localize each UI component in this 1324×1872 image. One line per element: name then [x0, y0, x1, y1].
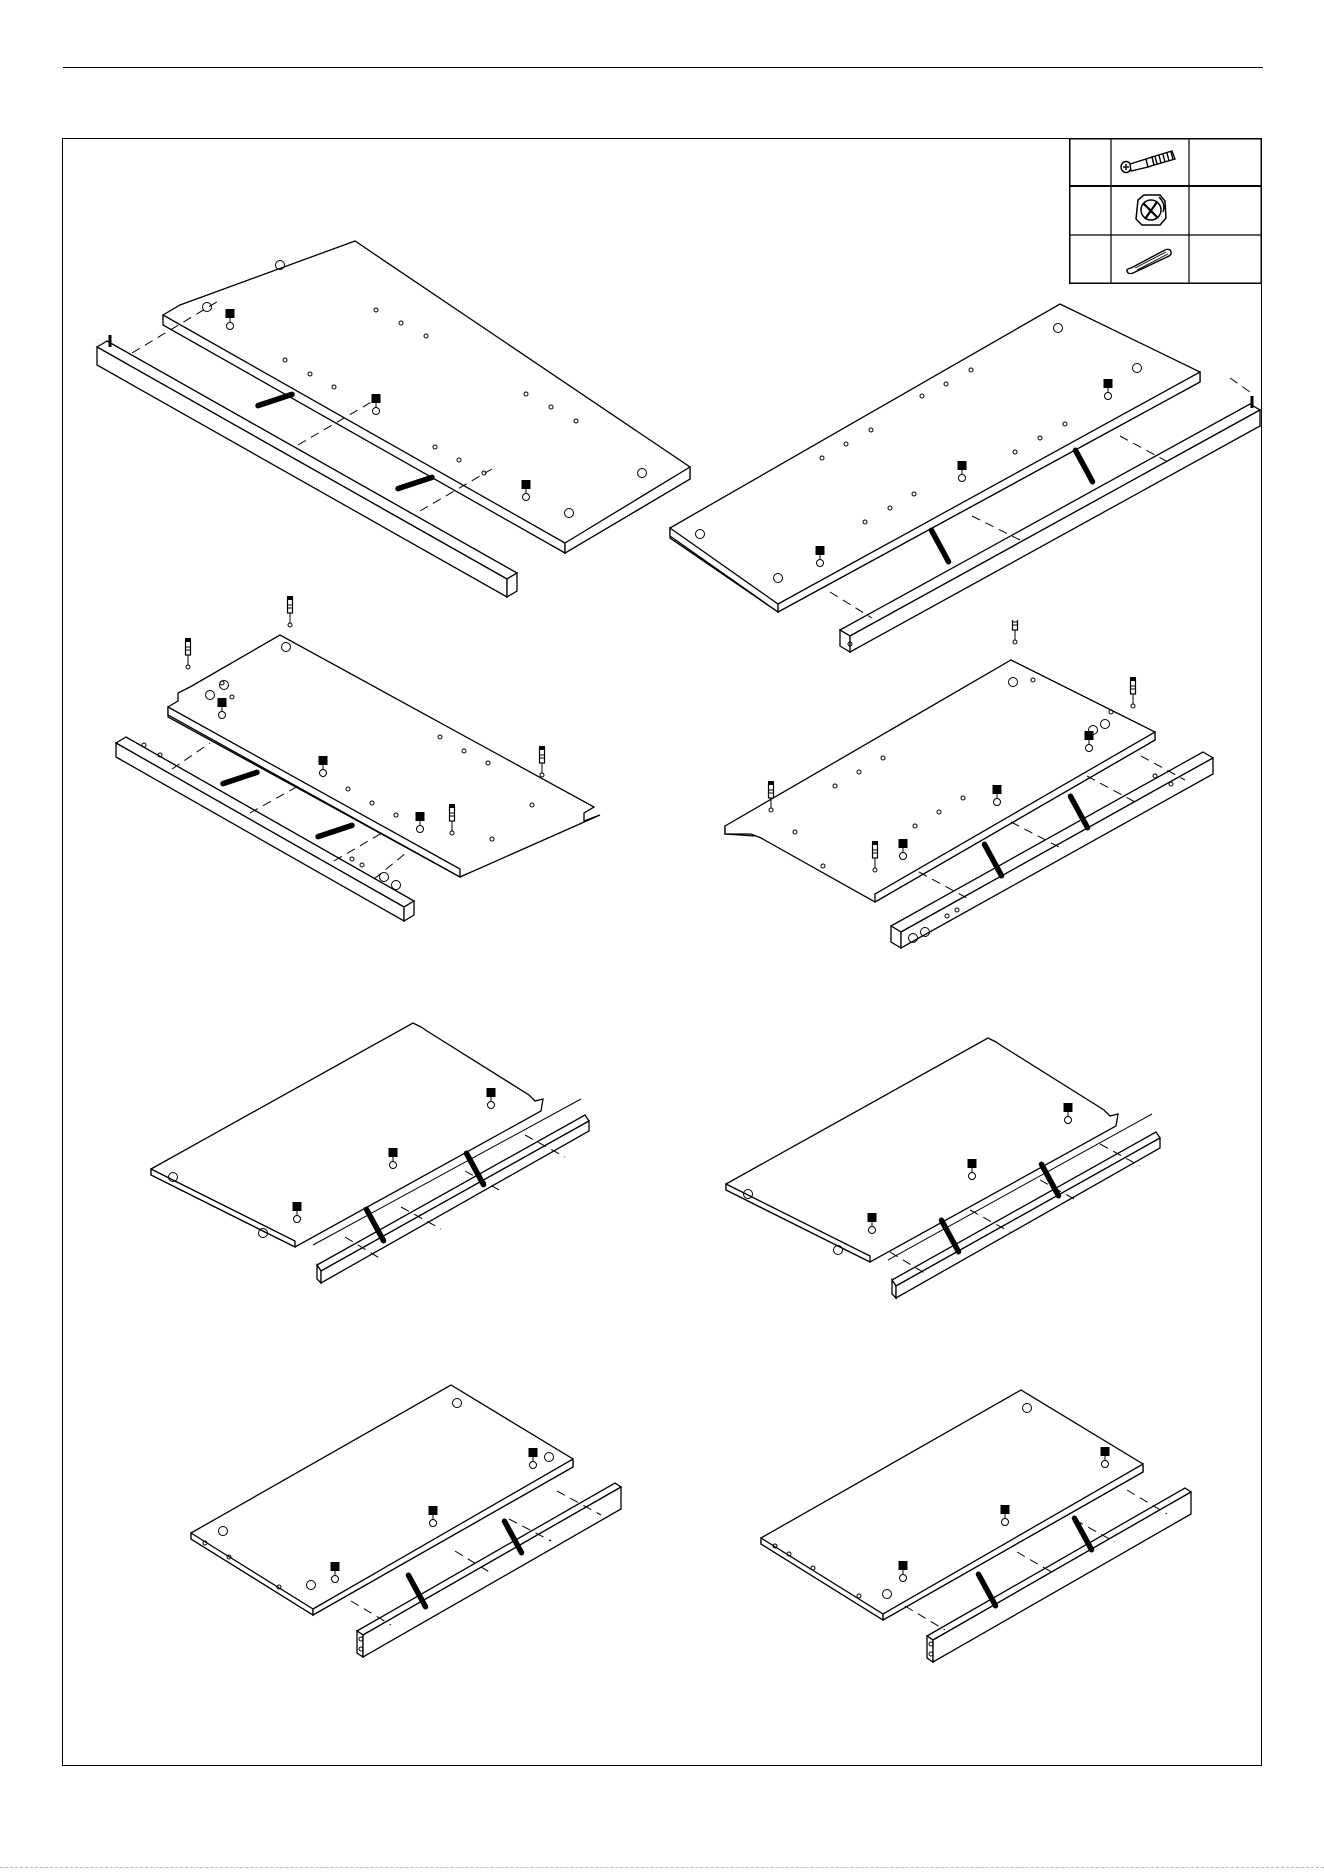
part-number — [1069, 186, 1111, 234]
page-edge — [0, 1867, 1324, 1868]
part-number — [1069, 138, 1111, 186]
parts-table — [1069, 138, 1262, 284]
panel-rail-assembly-icon — [185, 1375, 645, 1665]
panel-rail-assembly-icon — [90, 235, 700, 605]
parts-row-dowel — [1069, 235, 1262, 283]
part-quantity — [1189, 186, 1262, 234]
parts-row-cam-bolt — [1069, 138, 1262, 186]
cam-bolt-icon — [1111, 138, 1189, 186]
panel-rail-assembly-icon — [660, 300, 1270, 660]
parts-row-cam-lock — [1069, 186, 1262, 234]
cam-lock-nut-icon — [1111, 186, 1189, 234]
panel-rail-assembly-icon — [720, 1030, 1180, 1300]
panel-rail-assembly-icon — [755, 1380, 1215, 1670]
wooden-dowel-icon — [1111, 235, 1189, 283]
panel-rail-assembly-icon — [145, 1015, 605, 1285]
part-number — [1069, 235, 1111, 283]
panel-rail-assembly-icon — [100, 595, 620, 935]
header-rule — [63, 67, 1263, 68]
part-quantity — [1189, 235, 1262, 283]
part-quantity — [1189, 138, 1262, 186]
panel-rail-assembly-icon — [715, 620, 1235, 970]
